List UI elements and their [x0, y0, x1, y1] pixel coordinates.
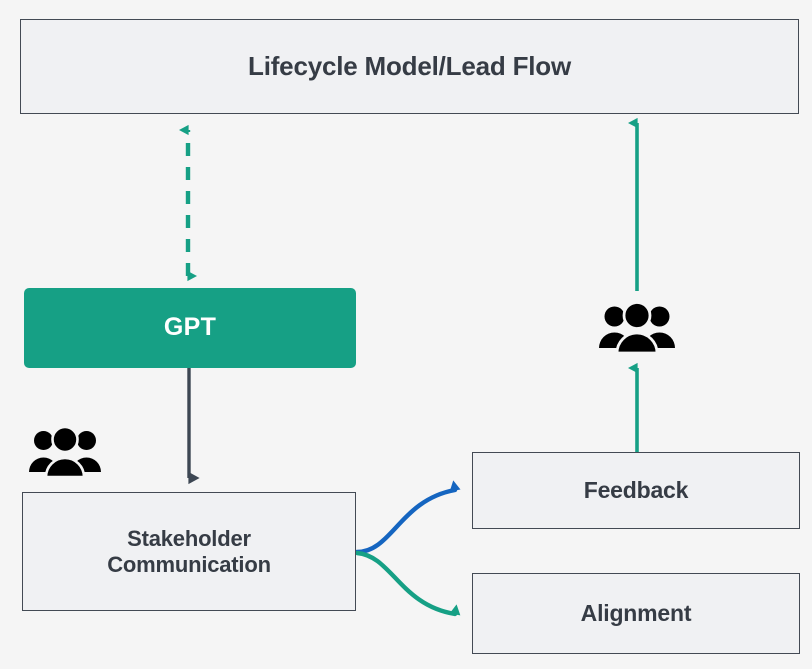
people-icon: [599, 303, 675, 353]
node-alignment-label: Alignment: [580, 599, 692, 626]
node-feedback[interactable]: Feedback: [472, 452, 800, 529]
node-alignment[interactable]: Alignment: [472, 573, 800, 654]
edge-stakeholder-to-alignment: [354, 550, 461, 617]
node-feedback-label: Feedback: [583, 476, 689, 503]
node-lifecycle-model[interactable]: Lifecycle Model/Lead Flow: [20, 19, 799, 114]
node-gpt[interactable]: GPT: [24, 288, 356, 368]
node-stakeholder-communication-label: Stakeholder Communication: [107, 525, 271, 577]
edge-stakeholder-to-feedback: [354, 480, 461, 555]
people-icon: [29, 427, 101, 477]
node-gpt-label: GPT: [163, 313, 217, 342]
node-stakeholder-communication[interactable]: Stakeholder Communication: [22, 492, 356, 611]
node-lifecycle-model-label: Lifecycle Model/Lead Flow: [248, 51, 571, 82]
